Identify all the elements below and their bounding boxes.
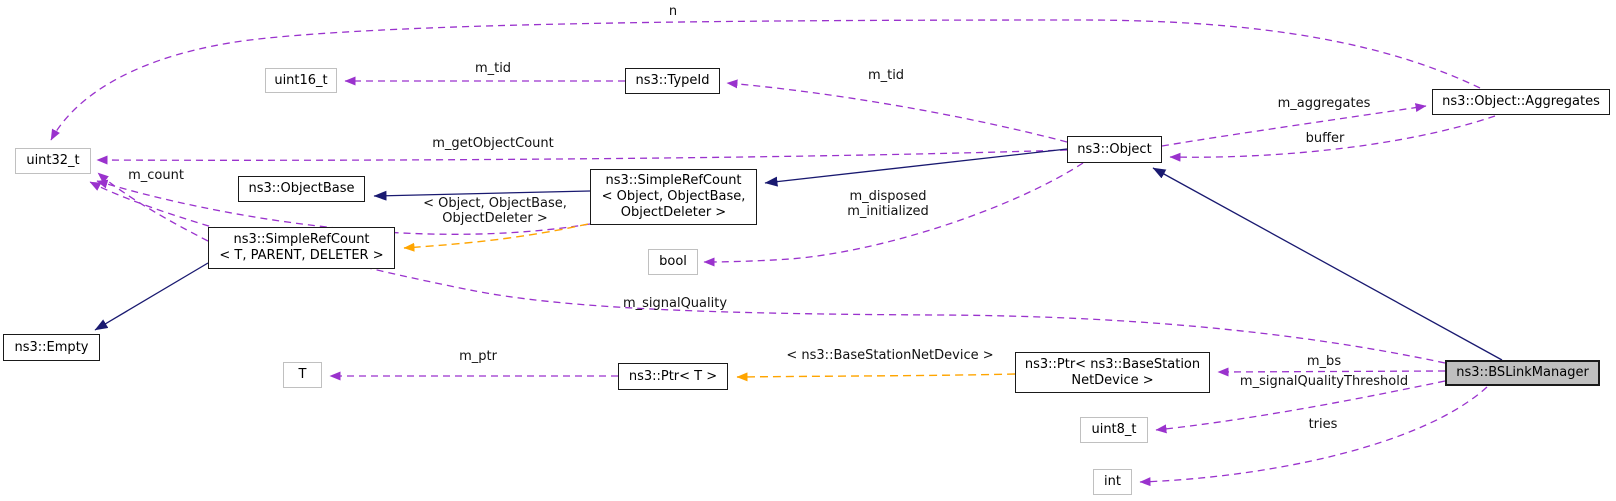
- node-uint16-t: uint16_t: [265, 68, 337, 93]
- edge-label-m-getobjectcount: m_getObjectCount: [432, 136, 554, 151]
- edge-label-m-signalquality: m_signalQuality: [622, 296, 728, 311]
- edge-m-count-2: [96, 179, 591, 235]
- node-label: ns3::Object: [1077, 141, 1152, 157]
- edge-m-getobjectcount: [96, 149, 1068, 165]
- node-label: ns3::Empty: [14, 339, 89, 355]
- node-label: uint8_t: [1091, 422, 1137, 437]
- edge-template-ptr: [736, 372, 1016, 382]
- node-int: int: [1093, 469, 1132, 495]
- node-label: < T, PARENT, DELETER >: [219, 248, 384, 263]
- node-ns3-object-aggregates[interactable]: ns3::Object::Aggregates: [1432, 89, 1610, 115]
- node-label: ns3::Ptr< T >: [628, 368, 718, 384]
- edge-inherit-simplerefcount-object: [764, 148, 1068, 187]
- node-bool: bool: [648, 249, 698, 275]
- edge-label-m-count: m_count: [128, 168, 184, 183]
- edge-label-m-tid-left: m_tid: [474, 61, 512, 76]
- edge-m-aggregates: [1161, 103, 1427, 147]
- edge-label-m-tid-right: m_tid: [867, 68, 905, 83]
- edge-label-m-bs: m_bs: [1306, 354, 1342, 369]
- edge-label-n: n: [668, 4, 678, 19]
- edge-m-bs: [1217, 367, 1446, 377]
- node-ns3-objectbase[interactable]: ns3::ObjectBase: [238, 176, 365, 202]
- edge-inherit-objectbase: [373, 190, 591, 201]
- node-label: int: [1104, 474, 1121, 489]
- node-label: ns3::Object::Aggregates: [1442, 94, 1600, 109]
- node-label: bool: [659, 254, 687, 269]
- edge-m-count-1: [97, 172, 209, 242]
- node-label: ns3::Ptr< ns3::BaseStation: [1024, 356, 1201, 372]
- edge-label-m-disposed-m-initialized: m_disposed m_initialized: [847, 189, 929, 219]
- node-ns3-ptr-basestationnetdevice[interactable]: ns3::Ptr< ns3::BaseStation NetDevice >: [1015, 352, 1210, 393]
- node-label: ns3::BSLinkManager: [1456, 365, 1589, 380]
- node-ns3-bslinkmanager: ns3::BSLinkManager: [1445, 360, 1600, 386]
- node-label: uint32_t: [26, 153, 80, 168]
- edge-label-buffer: buffer: [1305, 131, 1345, 146]
- node-ns3-typeid[interactable]: ns3::TypeId: [625, 68, 720, 94]
- edge-label-template-args-basestation: < ns3::BaseStationNetDevice >: [786, 348, 994, 363]
- node-t: T: [283, 362, 322, 388]
- node-label: uint16_t: [274, 72, 328, 88]
- edge-n: [50, 19, 1481, 141]
- edge-label-template-args-object: < Object, ObjectBase, ObjectDeleter >: [423, 196, 567, 226]
- node-label: ns3::ObjectBase: [248, 181, 355, 196]
- node-label: ns3::TypeId: [635, 73, 710, 88]
- node-ns3-simplerefcount-object[interactable]: ns3::SimpleRefCount < Object, ObjectBase…: [590, 169, 757, 225]
- node-label: NetDevice >: [1071, 372, 1154, 388]
- edge-inherit-empty: [94, 262, 209, 331]
- node-label: ns3::SimpleRefCount: [233, 232, 370, 247]
- node-label: < Object, ObjectBase,: [601, 189, 746, 204]
- node-ns3-ptr-t[interactable]: ns3::Ptr< T >: [618, 363, 728, 390]
- node-uint8-t: uint8_t: [1080, 417, 1148, 443]
- node-ns3-empty[interactable]: ns3::Empty: [3, 334, 100, 361]
- edge-inherit-object: [1152, 167, 1503, 361]
- edge-tries: [1139, 386, 1488, 487]
- edge-m-tid-right: [726, 79, 1068, 143]
- edge-template-simplerefcount: [403, 223, 589, 252]
- node-ns3-simplerefcount-t[interactable]: ns3::SimpleRefCount < T, PARENT, DELETER…: [208, 227, 395, 269]
- node-label: T: [298, 367, 307, 382]
- edge-m-signalquality: [89, 181, 1446, 364]
- edge-label-m-aggregates: m_aggregates: [1277, 96, 1371, 111]
- edge-label-m-ptr: m_ptr: [459, 349, 497, 364]
- node-ns3-object[interactable]: ns3::Object: [1067, 136, 1162, 163]
- node-label: ns3::SimpleRefCount: [605, 173, 742, 188]
- node-uint32-t: uint32_t: [15, 148, 91, 174]
- edge-label-tries: tries: [1308, 417, 1338, 432]
- edge-m-signalqualitythreshold: [1155, 380, 1446, 434]
- edge-buffer: [1169, 115, 1496, 162]
- node-label: ObjectDeleter >: [620, 205, 727, 220]
- edge-label-m-signalqualitythreshold: m_signalQualityThreshold: [1239, 374, 1409, 389]
- edge-m-disposed-m-initialized: [703, 162, 1084, 267]
